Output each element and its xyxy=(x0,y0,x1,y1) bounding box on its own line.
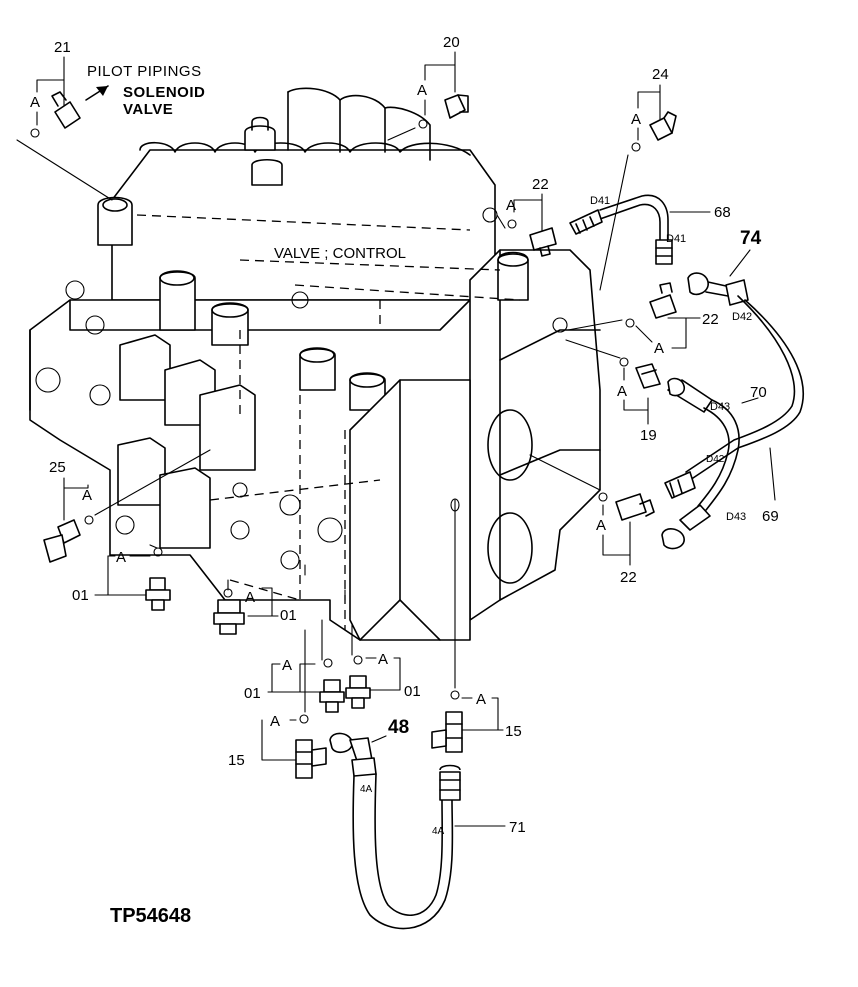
port-mark-a: A xyxy=(116,549,126,566)
port-mark-a: A xyxy=(631,111,641,128)
hose-74-69-group: 74 D42 D42 69 xyxy=(664,228,805,525)
part-25-group: 25 A xyxy=(43,449,211,563)
callout-74: 74 xyxy=(740,228,762,249)
callout-70: 70 xyxy=(750,384,767,401)
hose-68-group: D41 D41 68 xyxy=(569,194,731,265)
part-20-group: 20 A xyxy=(387,34,469,141)
callout-68: 68 xyxy=(714,204,731,221)
tee-fitting-15-right xyxy=(431,711,463,753)
part-01-b-group: A 01 xyxy=(213,579,297,635)
control-valve-body xyxy=(29,87,601,641)
tee-fitting-22-low xyxy=(615,493,655,521)
part-22-top-group: 22 A xyxy=(496,176,557,257)
callout-15-left: 15 xyxy=(228,752,245,769)
fitting-01-a xyxy=(145,577,171,611)
part-01-left-group: A 01 xyxy=(72,544,171,611)
port-mark-4a: 4A xyxy=(432,826,445,837)
tee-fitting-15-left xyxy=(295,739,327,779)
callout-25: 25 xyxy=(49,459,66,476)
elbow-fitting-20 xyxy=(444,94,469,119)
port-mark-a: A xyxy=(506,197,516,214)
fitting-01-c xyxy=(319,679,345,713)
port-mark-d41: D41 xyxy=(590,195,610,207)
callout-01-b: 01 xyxy=(280,607,297,624)
fitting-01-b xyxy=(213,599,245,635)
callout-24: 24 xyxy=(652,66,669,83)
callout-22-low: 22 xyxy=(620,569,637,586)
part-15-right-group: A 15 xyxy=(431,498,522,753)
port-mark-a: A xyxy=(476,691,486,708)
elbow-fitting-21 xyxy=(51,91,81,129)
elbow-fitting-24 xyxy=(649,111,677,141)
tee-fitting-22-mid xyxy=(649,282,677,319)
drawing-code: TP54648 xyxy=(110,905,191,927)
port-mark-d42: D42 xyxy=(732,311,752,323)
callout-69: 69 xyxy=(762,508,779,525)
port-mark-a: A xyxy=(378,651,388,668)
port-mark-a: A xyxy=(617,383,627,400)
callout-21: 21 xyxy=(54,39,71,56)
part-22-low-group: A 22 xyxy=(529,454,655,586)
hose-71-group: 4A 71 xyxy=(432,764,526,837)
tee-fitting-22-top xyxy=(529,227,557,257)
callout-01-d: 01 xyxy=(404,683,421,700)
port-mark-a: A xyxy=(270,713,280,730)
callout-15-right: 15 xyxy=(505,723,522,740)
part-22-mid-group: 22 A xyxy=(567,282,719,357)
callout-48: 48 xyxy=(388,717,409,738)
note-valve: VALVE xyxy=(123,101,173,118)
port-mark-a: A xyxy=(417,82,427,99)
part-24-group: 24 A xyxy=(599,66,677,291)
elbow-fitting-25 xyxy=(43,519,81,563)
callout-22-mid: 22 xyxy=(702,311,719,328)
port-mark-a: A xyxy=(596,517,606,534)
port-mark-a: A xyxy=(245,589,255,606)
port-mark-d43: D43 xyxy=(710,401,730,413)
part-21-group: 21 A PILOT PIPINGS SOLENOID VALVE xyxy=(16,39,205,201)
port-mark-d42: D42 xyxy=(706,454,725,465)
port-mark-a: A xyxy=(30,94,40,111)
note-pilot-pipings: PILOT PIPINGS xyxy=(87,63,202,80)
part-01-pair-group: A 01 A 01 xyxy=(244,564,421,713)
part-19-group: A 19 xyxy=(565,339,661,444)
callout-01-c: 01 xyxy=(244,685,261,702)
port-mark-4a: 4A xyxy=(360,784,373,795)
port-mark-d43: D43 xyxy=(726,511,746,523)
port-mark-d41: D41 xyxy=(666,233,686,245)
callout-71: 71 xyxy=(509,819,526,836)
fitting-19 xyxy=(635,363,661,389)
port-mark-a: A xyxy=(654,340,664,357)
part-15-left-group: A 15 xyxy=(228,629,327,779)
hose-48-group: 48 4A xyxy=(329,717,454,930)
port-mark-a: A xyxy=(282,657,292,674)
callout-19: 19 xyxy=(640,427,657,444)
callout-20: 20 xyxy=(443,34,460,51)
fitting-01-d xyxy=(345,675,371,709)
port-mark-a: A xyxy=(82,487,92,504)
valve-title: VALVE ; CONTROL xyxy=(274,245,406,262)
callout-22-top: 22 xyxy=(532,176,549,193)
hose-70-group: D43 D43 70 xyxy=(661,377,767,550)
callout-01-a: 01 xyxy=(72,587,89,604)
note-solenoid: SOLENOID xyxy=(123,84,205,101)
